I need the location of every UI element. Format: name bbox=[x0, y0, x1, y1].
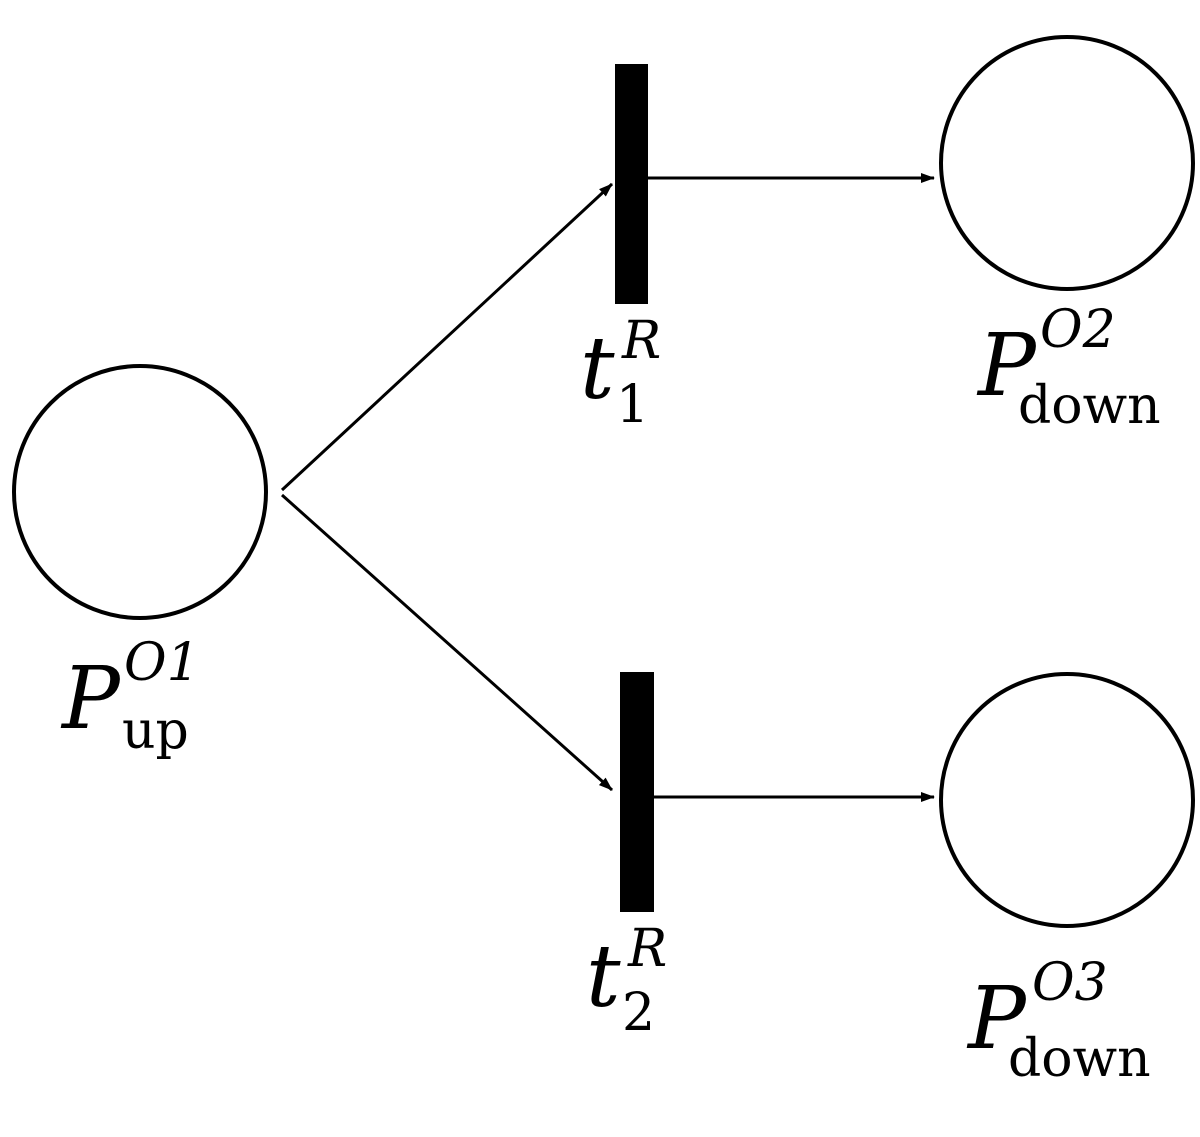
transition-t1-r[interactable] bbox=[615, 64, 648, 304]
transition-t2-r[interactable] bbox=[620, 672, 654, 912]
arc-p-up-o1-to-t1-r bbox=[280, 182, 614, 492]
place-p-up-o1[interactable] bbox=[12, 364, 268, 620]
label-p-down-o3: P O3 down bbox=[966, 953, 1151, 1089]
label-t1-r-sub: 1 bbox=[616, 375, 649, 435]
label-p-down-o3-base: P bbox=[966, 969, 1028, 1069]
place-p-down-o3[interactable] bbox=[939, 672, 1195, 928]
label-p-up-o1: P O1 up bbox=[60, 633, 200, 761]
label-t1-r-base: t bbox=[580, 319, 615, 419]
label-t2-r-base: t bbox=[586, 927, 621, 1027]
label-p-down-o3-sup: O3 bbox=[1032, 953, 1108, 1013]
label-t2-r: t R 2 bbox=[586, 919, 667, 1043]
label-p-down-o2-base: P bbox=[976, 316, 1038, 416]
label-p-down-o2-sub: down bbox=[1018, 376, 1161, 436]
label-t1-r-sup: R bbox=[621, 311, 661, 371]
arcs bbox=[280, 173, 935, 802]
label-p-down-o3-sub: down bbox=[1008, 1029, 1151, 1089]
label-p-down-o2-sup: O2 bbox=[1040, 300, 1116, 360]
arc-p-up-o1-to-t2-r bbox=[281, 493, 613, 792]
place-p-down-o2[interactable] bbox=[939, 35, 1195, 291]
label-t1-r: t R 1 bbox=[580, 311, 661, 435]
label-t2-r-sub: 2 bbox=[622, 983, 655, 1043]
label-p-up-o1-sub: up bbox=[122, 701, 189, 761]
label-p-up-o1-base: P bbox=[60, 649, 122, 749]
label-p-up-o1-sup: O1 bbox=[124, 633, 200, 693]
label-t2-r-sup: R bbox=[627, 919, 667, 979]
label-p-down-o2: P O2 down bbox=[976, 300, 1161, 436]
